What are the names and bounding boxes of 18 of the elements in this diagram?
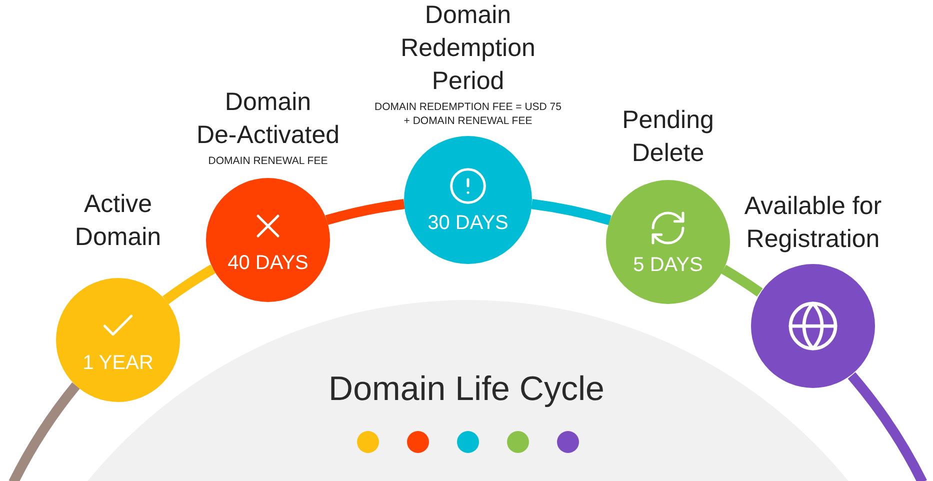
stage-heading: Domain Redemption Period bbox=[400, 0, 536, 97]
diagram-title: Domain Life Cycle bbox=[328, 370, 606, 409]
fee-note: DOMAIN RENEWAL FEE bbox=[208, 154, 328, 168]
stage-heading: Active Domain bbox=[74, 189, 162, 253]
arc-connector bbox=[325, 199, 405, 225]
stage-heading: Pending Delete bbox=[621, 105, 715, 169]
duration-label: 40 DAYS bbox=[228, 252, 308, 274]
duration-label: 5 DAYS bbox=[633, 254, 703, 276]
stage-heading: Available for Registration bbox=[743, 191, 883, 255]
arc-connector bbox=[848, 372, 927, 481]
stage-heading: Domain De-Activated bbox=[195, 87, 341, 151]
duration-label: 1 YEAR bbox=[82, 352, 154, 374]
fee-note: DOMAIN REDEMPTION FEE = USD 75 + DOMAIN RENEWAL FEE bbox=[374, 100, 562, 128]
arc-connector bbox=[8, 382, 80, 481]
arc-connector bbox=[721, 264, 763, 297]
arc-connector bbox=[531, 199, 612, 226]
duration-label: 30 DAYS bbox=[428, 212, 508, 234]
arc-connector bbox=[162, 264, 216, 304]
